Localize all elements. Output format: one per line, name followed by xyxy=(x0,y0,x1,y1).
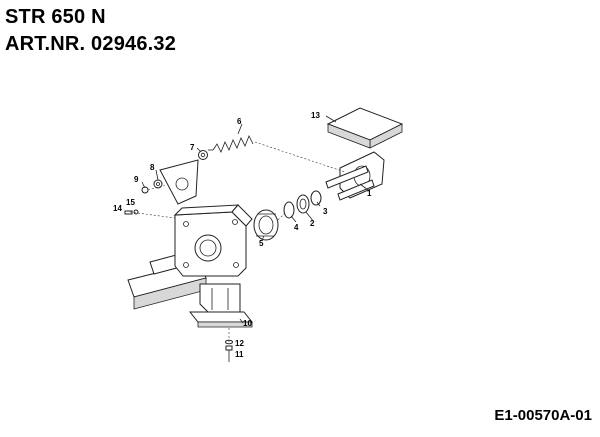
label-part-14: 14 xyxy=(113,204,122,213)
label-part-12: 12 xyxy=(235,339,244,348)
part-number-labels: 1 2 3 4 5 6 7 8 9 10 11 12 13 14 15 xyxy=(113,111,372,359)
label-part-11: 11 xyxy=(235,350,244,359)
label-part-6: 6 xyxy=(237,117,242,126)
label-part-10: 10 xyxy=(243,319,252,328)
bolt-and-washer xyxy=(225,339,233,362)
label-part-1: 1 xyxy=(367,189,372,198)
article-number: ART.NR. 02946.32 xyxy=(5,33,177,55)
label-part-3: 3 xyxy=(323,207,328,216)
bushing xyxy=(253,209,279,241)
shaft-assembly xyxy=(325,151,385,201)
label-part-15: 15 xyxy=(126,198,135,207)
drawing-reference-code: E1-00570A-01 xyxy=(494,407,592,424)
side-plate xyxy=(159,159,199,205)
rings xyxy=(283,190,322,219)
model-title: STR 650 N xyxy=(5,6,106,28)
label-part-13: 13 xyxy=(311,111,320,120)
housing-bracket xyxy=(173,204,253,277)
spring xyxy=(208,135,254,153)
label-part-2: 2 xyxy=(310,219,315,228)
label-part-9: 9 xyxy=(134,175,139,184)
cover-plate xyxy=(326,107,404,149)
label-leaders xyxy=(141,115,369,324)
lower-support xyxy=(188,283,254,328)
label-part-7: 7 xyxy=(190,143,195,152)
assembly-lines xyxy=(129,141,346,342)
label-part-4: 4 xyxy=(294,223,299,232)
label-part-5: 5 xyxy=(259,239,264,248)
nut xyxy=(198,150,208,160)
label-part-8: 8 xyxy=(150,163,155,172)
